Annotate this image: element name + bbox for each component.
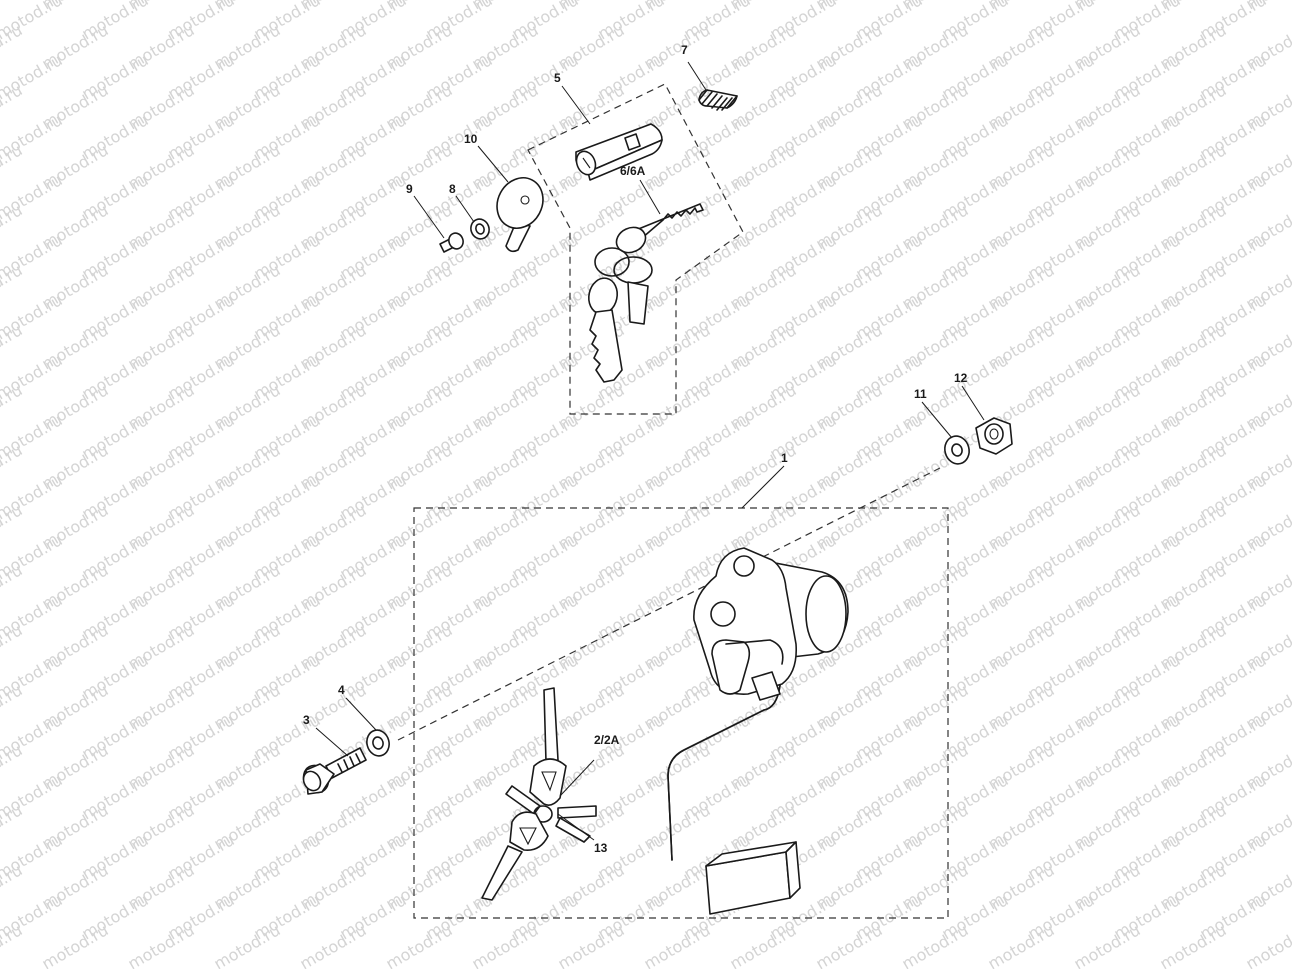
watermark-text: motod.ru [125,920,198,969]
callout-11: 11 [914,387,927,401]
callout-2-2a: 2/2A [594,733,620,747]
watermark-text: motod.ru [555,920,628,969]
watermark-text: motod.ru [297,920,370,969]
callout-4: 4 [338,683,345,697]
watermark-text: motod.ru [813,920,886,969]
callout-5: 5 [554,71,561,85]
callout-1: 1 [781,451,788,465]
watermark-text: motod.ru [1243,920,1292,969]
watermark-text: motod.ru [985,920,1058,969]
callout-6-6a: 6/6A [620,164,646,178]
watermark-text: motod.ru [1157,920,1230,969]
callout-9: 9 [406,182,413,196]
callout-13: 13 [594,841,608,855]
spring-part-7 [699,90,737,110]
watermark-text: motod.ru [1071,920,1144,969]
watermark-text: motod.ru [899,920,972,969]
watermark-text: motod.ru [469,920,542,969]
callout-10: 10 [464,132,478,146]
callout-3: 3 [303,713,310,727]
watermark-text: motod.ru [39,920,112,969]
callout-7: 7 [681,43,688,57]
watermark-text: motod.ru [211,920,284,969]
watermark-text: motod.ru [727,920,800,969]
callout-8: 8 [449,182,456,196]
watermark-text: motod.ru [383,920,456,969]
callout-12: 12 [954,371,968,385]
watermark-text: motod.ru [641,920,714,969]
